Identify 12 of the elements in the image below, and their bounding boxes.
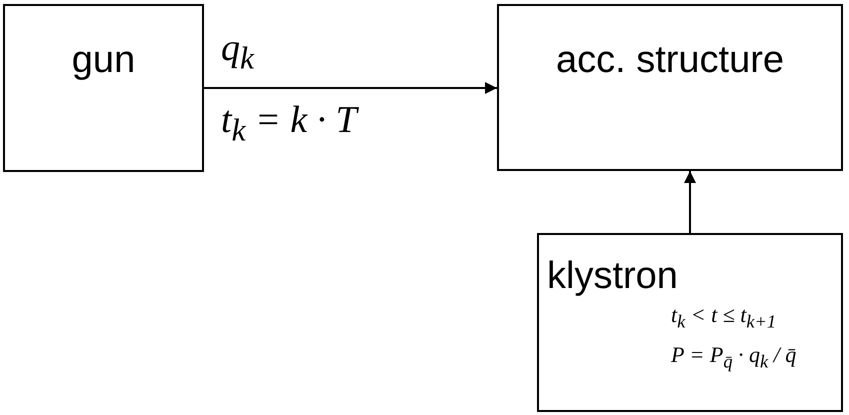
formula: t$_{k}$ < t ≤ t$_{k+1}$ (671, 302, 776, 332)
process-box (537, 233, 843, 412)
arrow (684, 171, 696, 233)
process-box (497, 4, 843, 171)
arrow (204, 82, 497, 94)
box-label: acc. structure (554, 39, 786, 82)
box-label: gun (70, 39, 136, 82)
formula: t$_{k}$ = k · T (221, 98, 357, 149)
edge-label: q$_{k}$ (221, 26, 254, 77)
process-box (3, 4, 204, 172)
formula: P = P$_{q̄}$ · q$_{k}$ / q̄ (671, 342, 796, 372)
box-label: klystron (547, 255, 678, 298)
